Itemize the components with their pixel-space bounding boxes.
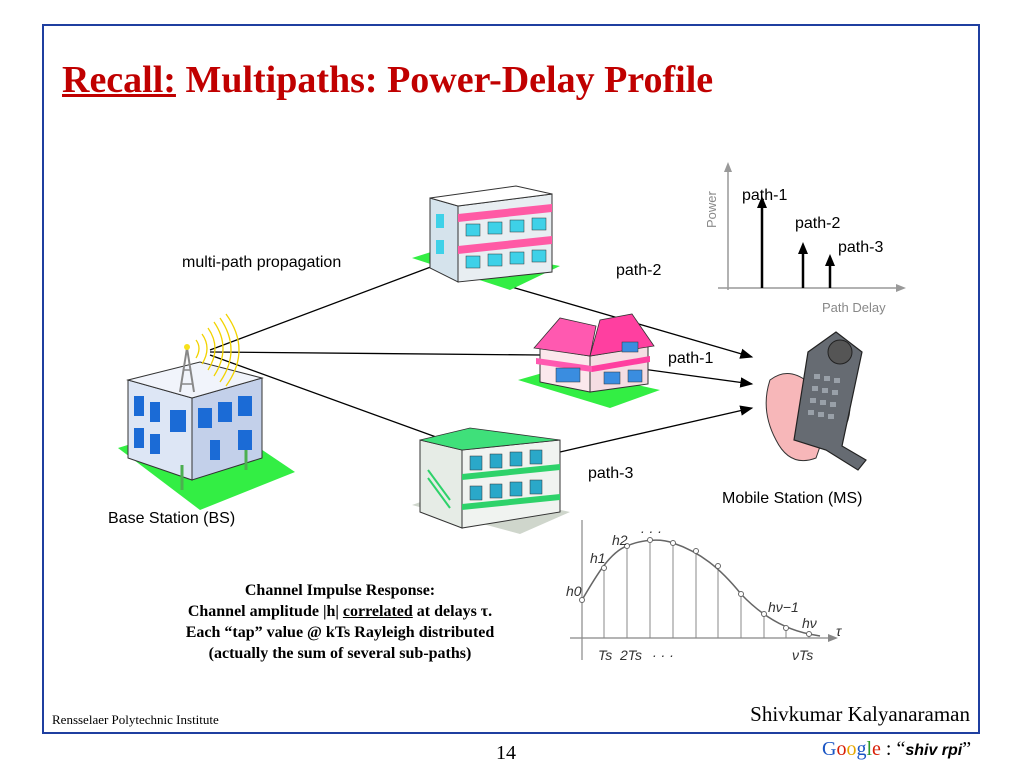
mobile-phone-hand-icon: [765, 331, 867, 471]
label-multipath-propagation: multi-path propagation: [182, 254, 342, 271]
google-letter: l: [866, 738, 873, 760]
green-apartment-icon: [412, 427, 570, 534]
google-letter: o: [836, 738, 847, 760]
pink-house-icon: [518, 313, 660, 408]
x-tick-ts: Ts: [598, 647, 612, 663]
pdp-label-path-1: path-1: [742, 187, 787, 204]
impulse-caption: Channel Impulse Response: Channel amplit…: [130, 580, 550, 664]
tap-label-hv-1: hν−1: [768, 599, 799, 615]
caption-line-2-a: Channel amplitude |h|: [187, 603, 343, 620]
antenna-tower-icon: [179, 313, 240, 393]
pdp-label-path-3: path-3: [838, 239, 883, 256]
title-main: Multipaths: Power-Delay Profile: [175, 59, 714, 101]
pdp-label-path-2: path-2: [795, 215, 840, 232]
label-path-1: path-1: [668, 350, 714, 367]
base-station-building-icon: [118, 361, 295, 510]
google-letter: e: [872, 738, 881, 760]
caption-line-2: Channel amplitude |h| correlated at dela…: [130, 601, 550, 622]
label-mobile-station: Mobile Station (MS): [722, 490, 863, 507]
page-number: 14: [496, 742, 516, 764]
pdp-ylabel: Power: [704, 190, 719, 228]
title-recall: Recall:: [62, 59, 176, 101]
pdp-spike-path-2-head: [798, 242, 808, 254]
caption-line-2-c: at delays τ.: [412, 603, 493, 620]
caption-line-3: Each “tap” value @ kTs Rayleigh distribu…: [185, 624, 495, 641]
slide-frame: [42, 24, 980, 734]
slide-title: Recall: Multipaths: Power-Delay Profile: [62, 58, 713, 102]
search-term: shiv rpi: [905, 742, 963, 759]
axis-symbol-tau: τ: [836, 623, 842, 639]
tap-label-h0: h0: [566, 583, 582, 599]
x-tick-dots: · · ·: [652, 647, 674, 663]
pdp-xlabel: Path Delay: [822, 300, 886, 315]
tap-label-h2: h2: [612, 532, 628, 548]
impulse-response-chart: h0 h1 h2 · · · hν−1 hν τ Ts 2Ts · · · νT…: [566, 520, 842, 663]
label-base-station: Base Station (BS): [108, 510, 236, 527]
caption-line-2-b: correlated: [342, 603, 413, 620]
label-path-3: path-3: [588, 465, 634, 482]
tap-label-dots: · · ·: [640, 523, 662, 539]
x-tick-2ts: 2Ts: [619, 647, 642, 663]
pdp-spike-path-3-head: [825, 254, 835, 266]
footer-author: Shivkumar Kalyanaraman: [750, 702, 970, 726]
label-path-2: path-2: [616, 262, 662, 279]
google-search-hint: Google : “shiv rpi”: [822, 738, 971, 761]
tap-label-h1: h1: [590, 550, 606, 566]
search-prefix: : “: [880, 738, 906, 760]
google-letter: G: [822, 738, 837, 760]
footer-institute: Rensselaer Polytechnic Institute: [52, 712, 219, 727]
tap-label-hv: hν: [802, 615, 817, 631]
pdp-spike-path-1-head: [757, 196, 767, 208]
caption-line-4: (actually the sum of several sub-paths): [208, 645, 472, 662]
x-tick-vts: νTs: [792, 647, 813, 663]
google-letter: g: [856, 738, 867, 760]
power-delay-profile-chart: Power Path Delay path-1 path-2 path-3: [704, 162, 906, 315]
search-suffix: ”: [962, 738, 972, 760]
google-letter: o: [846, 738, 857, 760]
office-building-icon: [412, 185, 560, 290]
caption-line-1: Channel Impulse Response:: [244, 582, 436, 599]
